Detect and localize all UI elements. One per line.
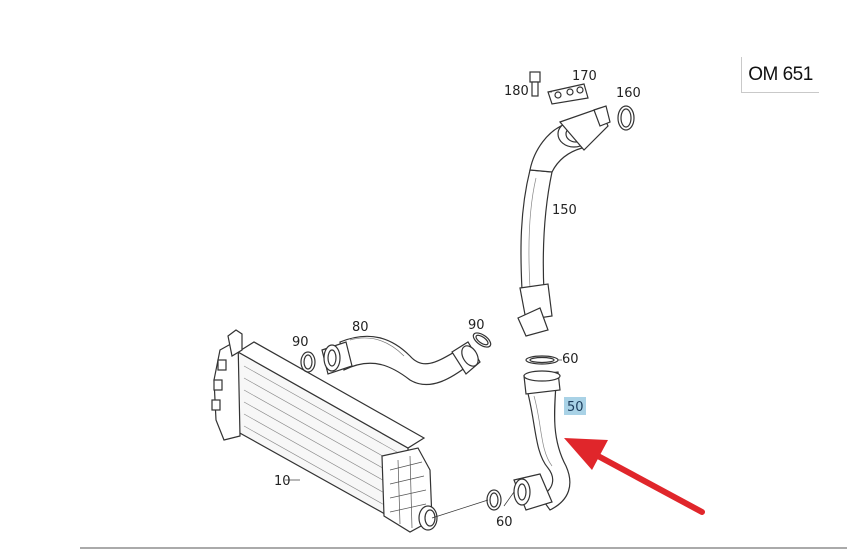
leader-lines bbox=[285, 91, 562, 519]
callout-180: 180 bbox=[504, 84, 529, 99]
engine-code-label: OM 651 bbox=[741, 57, 819, 93]
charge-air-hose-80[interactable] bbox=[321, 335, 482, 386]
callout-90-right: 90 bbox=[468, 318, 485, 333]
callout-90-left: 90 bbox=[292, 335, 309, 350]
intercooler-part[interactable] bbox=[211, 329, 438, 533]
charge-air-pipe-150[interactable] bbox=[517, 105, 611, 337]
charge-air-hose-50[interactable] bbox=[513, 370, 571, 511]
o-ring-60-upper[interactable] bbox=[525, 355, 559, 365]
o-ring-60-lower[interactable] bbox=[486, 489, 502, 511]
callout-160: 160 bbox=[616, 86, 641, 101]
o-ring-90-right[interactable] bbox=[471, 330, 493, 350]
callout-60-lower: 60 bbox=[496, 515, 513, 530]
callout-60-upper: 60 bbox=[562, 352, 579, 367]
callout-50-highlight bbox=[564, 397, 586, 415]
callout-50: 50 bbox=[567, 400, 584, 415]
callout-80: 80 bbox=[352, 320, 369, 335]
gasket-plate-170[interactable] bbox=[547, 83, 589, 105]
red-pointer-arrow bbox=[564, 438, 705, 515]
callout-170: 170 bbox=[572, 69, 597, 84]
callout-150: 150 bbox=[552, 203, 577, 218]
o-ring-90-left[interactable] bbox=[300, 351, 316, 373]
callout-10: 10 bbox=[274, 474, 291, 489]
screw-180[interactable] bbox=[529, 71, 541, 97]
gasket-160[interactable] bbox=[617, 105, 635, 131]
